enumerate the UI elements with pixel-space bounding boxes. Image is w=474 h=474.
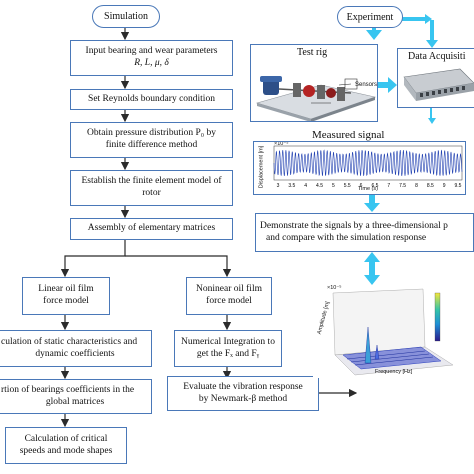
nonlinear-oil-film-text: Noninear oil film bbox=[196, 284, 262, 295]
demonstrate-signals-step: Demonstrate the signals by a three-dimen… bbox=[255, 213, 474, 252]
numerical-integration-text: Numerical Integration to bbox=[181, 336, 275, 347]
finite-difference-text: finite difference method bbox=[105, 140, 198, 150]
daq-device-illustration bbox=[403, 68, 474, 101]
signal-y-axis-label: Displacement [m] bbox=[258, 145, 265, 189]
finite-element-model-text: Establish the finite element model of bbox=[81, 176, 222, 187]
signal-x-axis-label: Time (s) bbox=[358, 186, 378, 192]
signal-x-tick-label: 7 bbox=[387, 183, 390, 189]
bearing-coefficients-insertion-step: rtion of bearings coefficients in the gl… bbox=[0, 379, 152, 414]
signal-x-tick-label: 4.5 bbox=[316, 183, 323, 189]
input-parameters-text: Input bearing and wear parameters bbox=[85, 46, 218, 57]
signal-x-tick-label: 3.5 bbox=[288, 183, 295, 189]
measured-signal-plot: 3 3.5 4 4.5 5 5.5 6 6.5 7 7.5 8 8.5 9 9.5 bbox=[273, 145, 463, 189]
numerical-integration-step: Numerical Integration to get the Fₓ and … bbox=[174, 330, 282, 367]
linear-force-model-text: force model bbox=[43, 296, 89, 306]
newmark-step: Evaluate the vibration response by Newma… bbox=[167, 376, 319, 411]
linear-oil-film-step: Linear oil film force model bbox=[22, 277, 110, 315]
parameter-symbols: R, L, μ, δ bbox=[134, 58, 169, 68]
signal-x-tick-label: 7.5 bbox=[399, 183, 406, 189]
signal-waveform bbox=[273, 149, 463, 177]
assembly-step: Assembly of elementary matrices bbox=[70, 218, 233, 240]
test-rig-label: Test rig bbox=[297, 47, 328, 58]
test-rig-panel bbox=[250, 44, 378, 122]
vibration-response-text: Evaluate the vibration response bbox=[183, 381, 303, 392]
dynamic-coefficients-text: dynamic coefficients bbox=[35, 348, 115, 359]
experiment-title: Experiment bbox=[337, 6, 403, 28]
compare-text: and compare with the simulation response bbox=[266, 232, 427, 243]
data-acquisition-panel bbox=[397, 48, 474, 108]
sensors-label: Sensors bbox=[355, 82, 378, 88]
pressure-distribution-text: Obtain pressure distribution P₀ by bbox=[87, 128, 216, 139]
reynolds-boundary-step: Set Reynolds boundary condition bbox=[70, 89, 233, 110]
signal-x-tick-label: 9.5 bbox=[455, 183, 462, 189]
finite-element-model-step: Establish the finite element model of ro… bbox=[70, 170, 233, 206]
bearing-coefficients-text: rtion of bearings coefficients in the bbox=[1, 384, 135, 395]
three-d-waterfall-plot bbox=[332, 288, 454, 376]
signal-x-tick-label: 4 bbox=[304, 183, 307, 189]
mode-shapes-text: speeds and mode shapes bbox=[19, 445, 113, 456]
plot3d-scale-label: ×10⁻⁵ bbox=[327, 285, 342, 291]
measured-signal-label: Measured signal bbox=[312, 129, 385, 141]
three-d-plot-panel: ×10⁻⁵ Amplitude [m] Frequency [Hz] bbox=[313, 285, 463, 378]
nonlinear-oil-film-step: Noninear oil film force model bbox=[186, 277, 272, 315]
critical-speeds-step: Calculation of critical speeds and mode … bbox=[5, 427, 127, 464]
measured-signal-panel: 3 3.5 4 4.5 5 5.5 6 6.5 7 7.5 8 8.5 9 9.5 ×10⁻⁵ Displ… bbox=[253, 141, 466, 195]
data-acquisition-label: Data Acquisiti bbox=[408, 51, 466, 62]
static-characteristics-text: culation of static characteristics and bbox=[1, 336, 138, 347]
plot3d-x-axis-label: Frequency [Hz] bbox=[375, 369, 413, 375]
signal-x-tick-label: 6 bbox=[360, 183, 363, 189]
pressure-distribution-step: Obtain pressure distribution P₀ by finit… bbox=[70, 122, 233, 158]
forces-text: get the Fₓ and Fᵧ bbox=[196, 348, 260, 359]
signal-x-tick-label: 5.5 bbox=[344, 183, 351, 189]
critical-speeds-text: Calculation of critical bbox=[24, 433, 108, 444]
newmark-method-text: by Newmark-β method bbox=[198, 393, 288, 404]
simulation-title: Simulation bbox=[92, 5, 160, 28]
signal-x-tick-label: 3 bbox=[277, 183, 280, 189]
global-matrices-text: global matrices bbox=[45, 396, 105, 407]
signal-x-tick-label: 5 bbox=[332, 183, 335, 189]
signal-x-tick-label: 6.5 bbox=[371, 183, 378, 189]
linear-oil-film-text: Linear oil film bbox=[38, 284, 94, 295]
input-parameters-step: Input bearing and wear parameters R, L, … bbox=[70, 40, 233, 76]
demonstrate-text: Demonstrate the signals by a three-dimen… bbox=[260, 220, 448, 231]
signal-x-tick-label: 8 bbox=[415, 183, 418, 189]
signal-scale-label: ×10⁻⁵ bbox=[274, 141, 289, 147]
nonlinear-force-model-text: force model bbox=[206, 296, 252, 306]
rotor-text: rotor bbox=[142, 188, 161, 198]
signal-x-tick-label: 8.5 bbox=[427, 183, 434, 189]
test-rig-illustration bbox=[255, 76, 377, 121]
signal-x-tick-label: 9 bbox=[443, 183, 446, 189]
signal-x-ticks: 3 3.5 4 4.5 5 5.5 6 6.5 7 7.5 8 8.5 9 9.5 bbox=[277, 183, 462, 189]
static-characteristics-step: culation of static characteristics and d… bbox=[0, 330, 152, 367]
